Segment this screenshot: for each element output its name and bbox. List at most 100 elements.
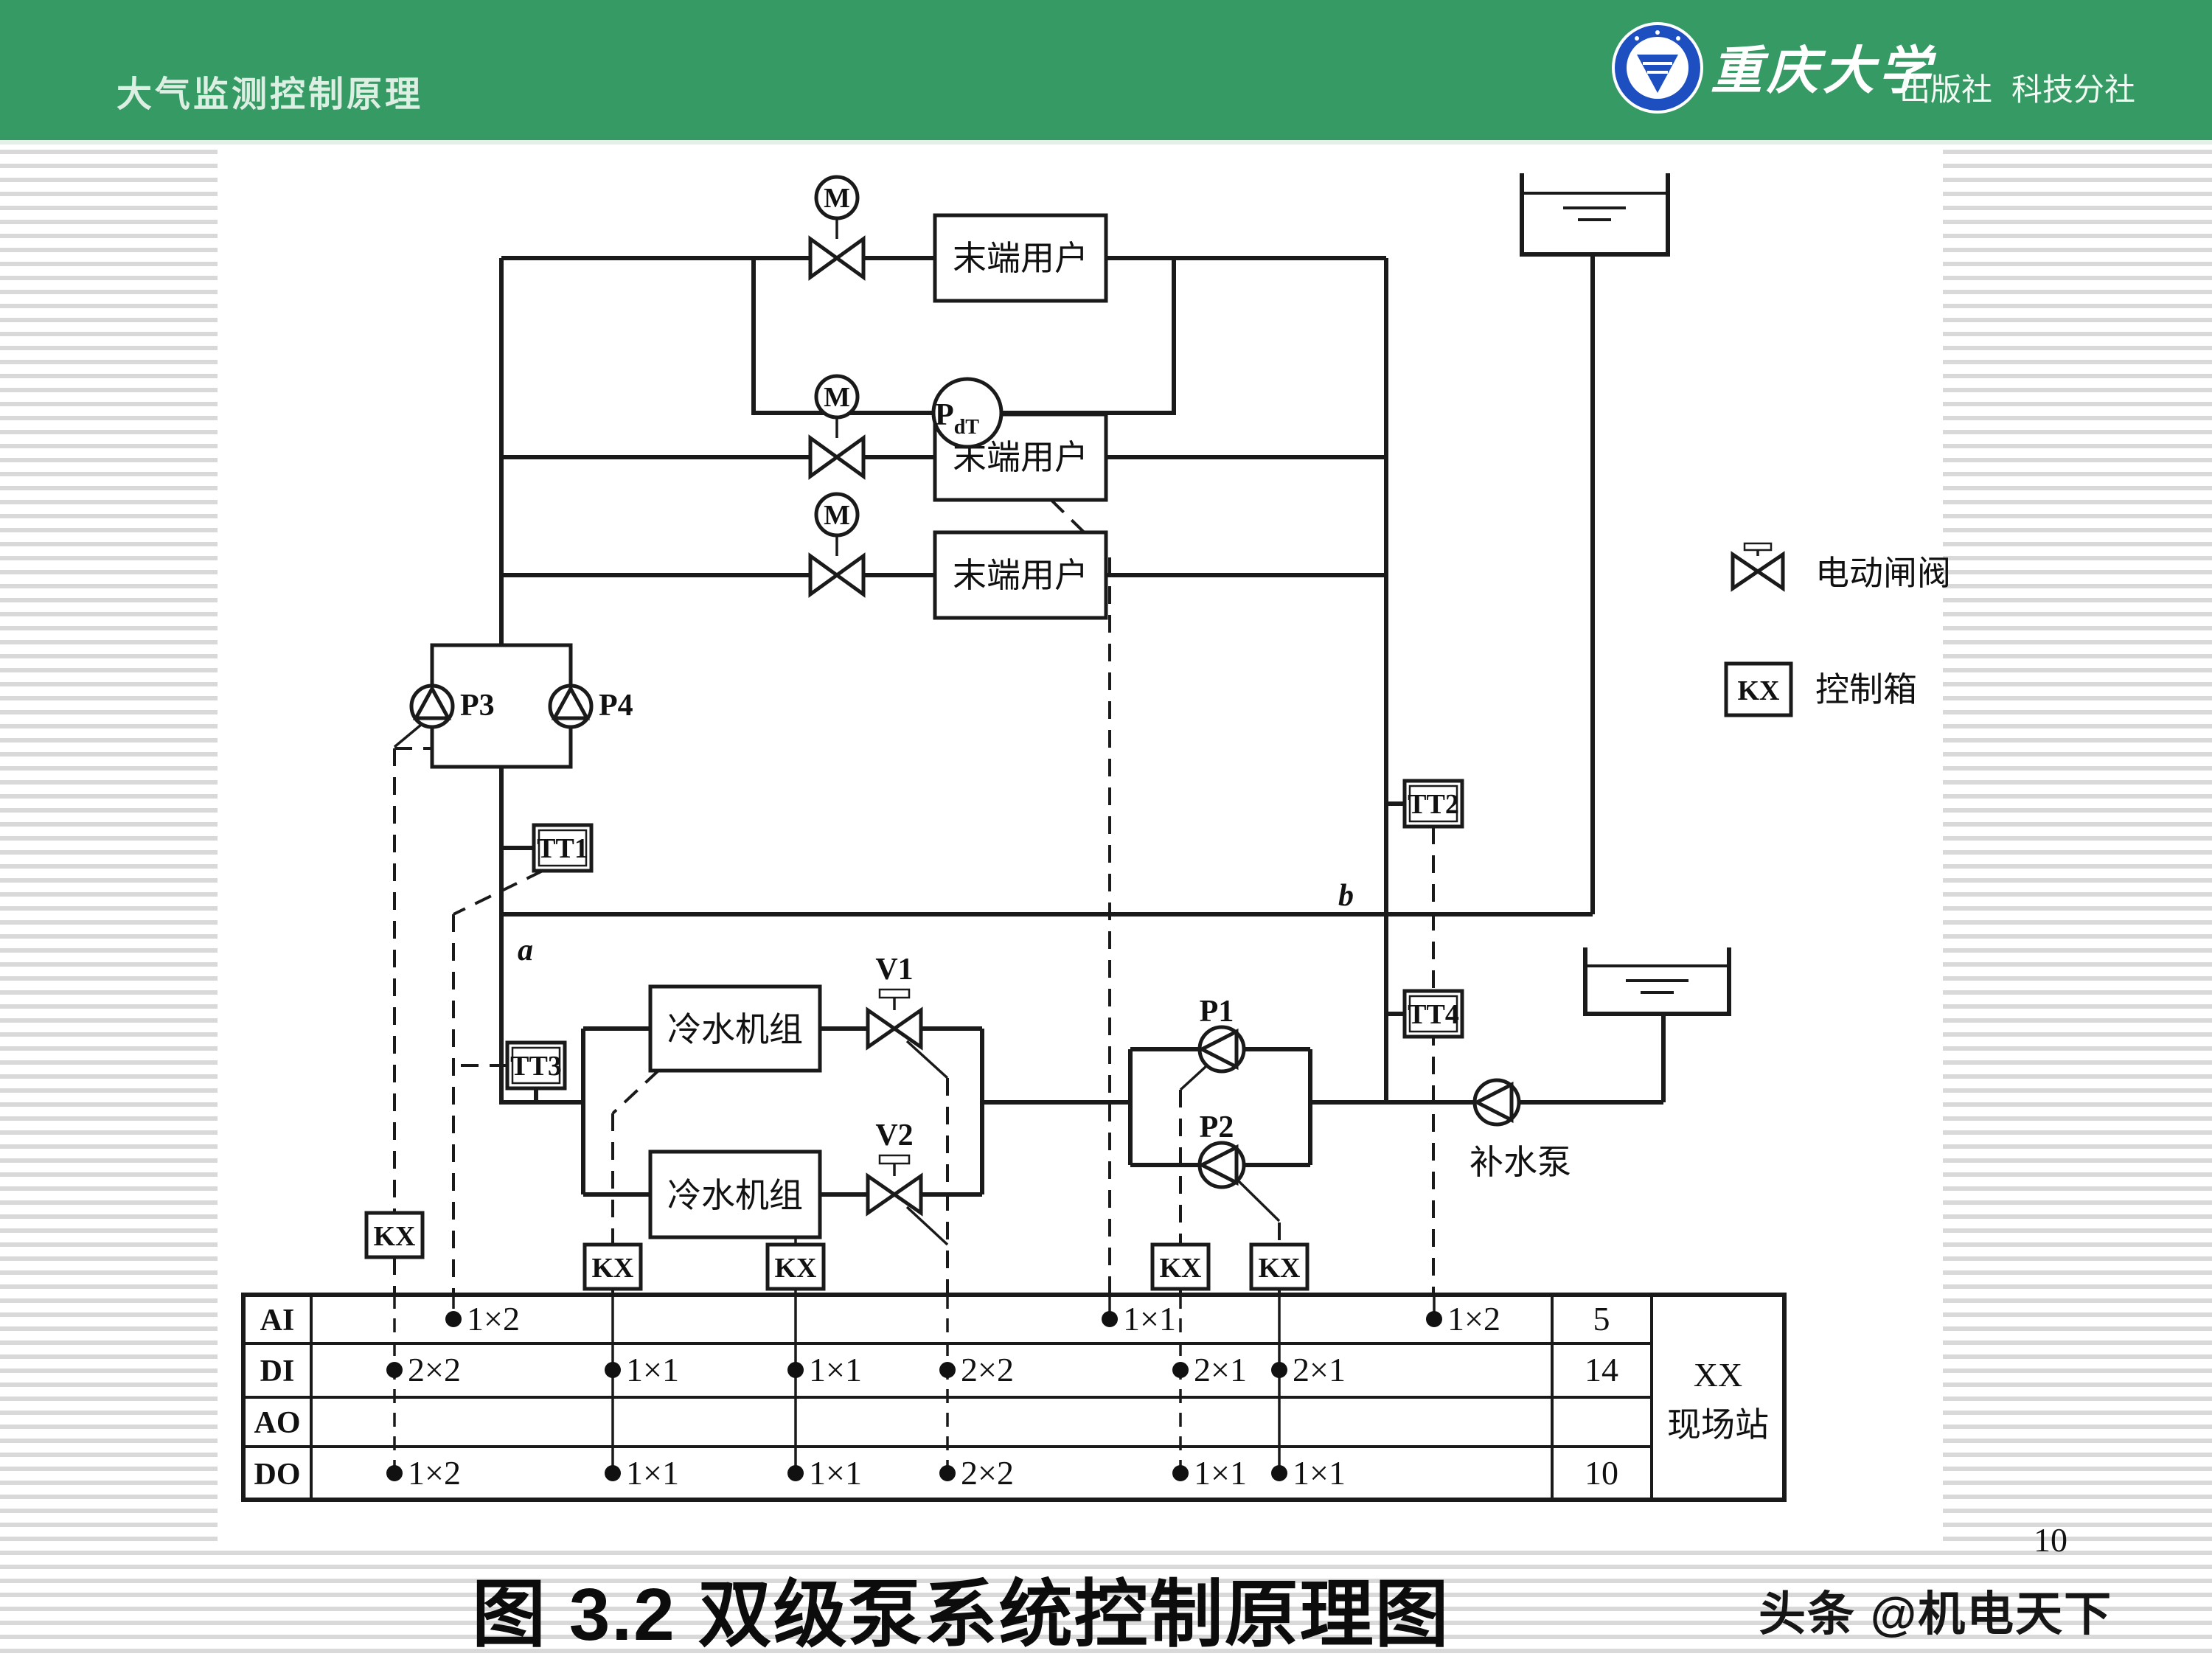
v1-label: V1 (875, 953, 913, 987)
do-points: 1×2 1×1 1×1 2×2 1×1 1×1 (386, 1454, 1346, 1492)
svg-text:KX: KX (1259, 1253, 1301, 1284)
end-user-3: 末端用户 (933, 530, 1108, 620)
publisher-logo: 重庆大学 出版社 科技分社 (1607, 16, 2197, 127)
svg-text:KX: KX (374, 1221, 416, 1252)
svg-text:KX: KX (592, 1253, 634, 1284)
pdt-main-label: P (935, 398, 954, 432)
svg-text:2×2: 2×2 (961, 1351, 1014, 1388)
node-b-label: b (1338, 879, 1354, 913)
valve-v2: V2 (866, 1119, 923, 1217)
p2-label: P2 (1200, 1110, 1234, 1144)
legend: 电动闸阀 KX 控制箱 (1724, 542, 1951, 717)
svg-text:1×2: 1×2 (467, 1300, 520, 1338)
svg-text:TT2: TT2 (1408, 789, 1459, 820)
svg-text:TT1: TT1 (537, 833, 588, 864)
kx-box-chiller2: KX (765, 1242, 826, 1291)
di-points: 2×2 1×1 1×1 2×2 2×1 2×1 (386, 1351, 1346, 1388)
motor-valve-2: M (808, 374, 866, 480)
pump-p4 (548, 684, 594, 729)
pump-p3 (409, 684, 455, 729)
pump-p1: P1 (1197, 995, 1246, 1074)
expansion-tank (1520, 173, 1670, 257)
kx-box-pump2: KX (1249, 1242, 1310, 1291)
makeup-pump-label: 补水泵 (1470, 1143, 1571, 1181)
chiller-1: 冷水机组 (648, 984, 822, 1073)
row-label-di: DI (260, 1354, 295, 1388)
count-ai: 5 (1593, 1300, 1610, 1338)
svg-text:2×1: 2×1 (1293, 1351, 1346, 1388)
chiller-2: 冷水机组 (648, 1150, 822, 1239)
svg-text:1×1: 1×1 (1194, 1454, 1247, 1492)
row-label-do: DO (254, 1458, 301, 1492)
valve-v1: V1 (866, 953, 923, 1051)
pdt-sub-label: dT (954, 416, 980, 439)
pump-group-p3-p4: P3 P4 (409, 643, 633, 769)
svg-text:1×1: 1×1 (809, 1351, 862, 1388)
svg-text:1×1: 1×1 (809, 1454, 862, 1492)
motor-valve-1: M (808, 175, 866, 281)
svg-text:末端用户: 末端用户 (953, 556, 1088, 594)
control-wires (393, 438, 1435, 1295)
svg-text:1×1: 1×1 (1293, 1454, 1346, 1492)
svg-text:TT3: TT3 (510, 1051, 562, 1082)
svg-text:冷水机组: 冷水机组 (667, 1176, 803, 1214)
kx-box-pumps34: KX (364, 1211, 425, 1259)
university-name: 重庆大学 (1711, 42, 1935, 100)
station-name-2: 现场站 (1667, 1405, 1769, 1444)
svg-text:2×2: 2×2 (408, 1351, 461, 1388)
ai-points: 1×2 1×1 1×2 (445, 1300, 1500, 1338)
svg-text:末端用户: 末端用户 (953, 239, 1088, 277)
svg-text:1×1: 1×1 (626, 1454, 679, 1492)
end-user-1: 末端用户 (933, 213, 1108, 303)
p1-label: P1 (1200, 995, 1234, 1029)
legend-motor-gate-valve-icon (1731, 542, 1785, 592)
header-bar: 大气监测控制原理 重庆大学 出版社 科技分社 (0, 0, 2212, 145)
legend-kx-icon: KX (1724, 661, 1793, 717)
press-label: 出版社 (1899, 72, 1993, 107)
kx-box-chiller1: KX (582, 1242, 643, 1291)
legend-kx-label: 控制箱 (1815, 670, 1917, 709)
svg-text:PdT: PdT (935, 398, 979, 439)
motor-label: M (824, 183, 850, 214)
row-label-ai: AI (260, 1304, 295, 1338)
university-emblem-icon (1612, 22, 1703, 114)
makeup-water-tank (1583, 947, 1731, 1016)
motor-label: M (824, 382, 850, 413)
page-title: 大气监测控制原理 (116, 75, 424, 114)
p3-label: P3 (460, 689, 495, 723)
count-di: 14 (1585, 1351, 1618, 1388)
kx-box-pump1: KX (1150, 1242, 1211, 1291)
tt4-sensor: TT4 (1402, 989, 1464, 1039)
svg-text:1×1: 1×1 (626, 1351, 679, 1388)
makeup-pump: 补水泵 (1470, 1078, 1571, 1181)
svg-text:2×2: 2×2 (961, 1454, 1014, 1492)
svg-text:KX: KX (775, 1253, 817, 1284)
svg-text:冷水机组: 冷水机组 (667, 1010, 803, 1048)
tt2-sensor: TT2 (1402, 779, 1464, 829)
svg-text:KX: KX (1738, 675, 1780, 706)
motor-label: M (824, 500, 850, 531)
v2-label: V2 (875, 1119, 913, 1152)
p4-label: P4 (599, 689, 633, 723)
count-do: 10 (1585, 1454, 1618, 1492)
tt3-sensor: TT3 (505, 1040, 567, 1091)
legend-valve-label: 电动闸阀 (1815, 554, 1951, 592)
pump-p2: P2 (1197, 1110, 1246, 1189)
branch-label: 科技分社 (2011, 72, 2136, 107)
svg-text:KX: KX (1160, 1253, 1202, 1284)
tt1-sensor: TT1 (532, 823, 594, 873)
svg-text:2×1: 2×1 (1194, 1351, 1247, 1388)
row-label-ao: AO (254, 1406, 301, 1440)
station-name-1: XX (1694, 1356, 1742, 1394)
svg-text:1×2: 1×2 (408, 1454, 461, 1492)
figure-caption: 图 3.2 双级泵系统控制原理图 (472, 1573, 1450, 1656)
pdt-sensor: PdT (931, 377, 1004, 449)
motor-valve-3: M (808, 492, 866, 598)
node-a-label: a (518, 933, 533, 967)
svg-text:1×1: 1×1 (1123, 1300, 1176, 1338)
svg-text:TT4: TT4 (1408, 999, 1459, 1030)
watermark: 头条 @机电天下 (1759, 1587, 2113, 1641)
svg-text:1×2: 1×2 (1447, 1300, 1500, 1338)
